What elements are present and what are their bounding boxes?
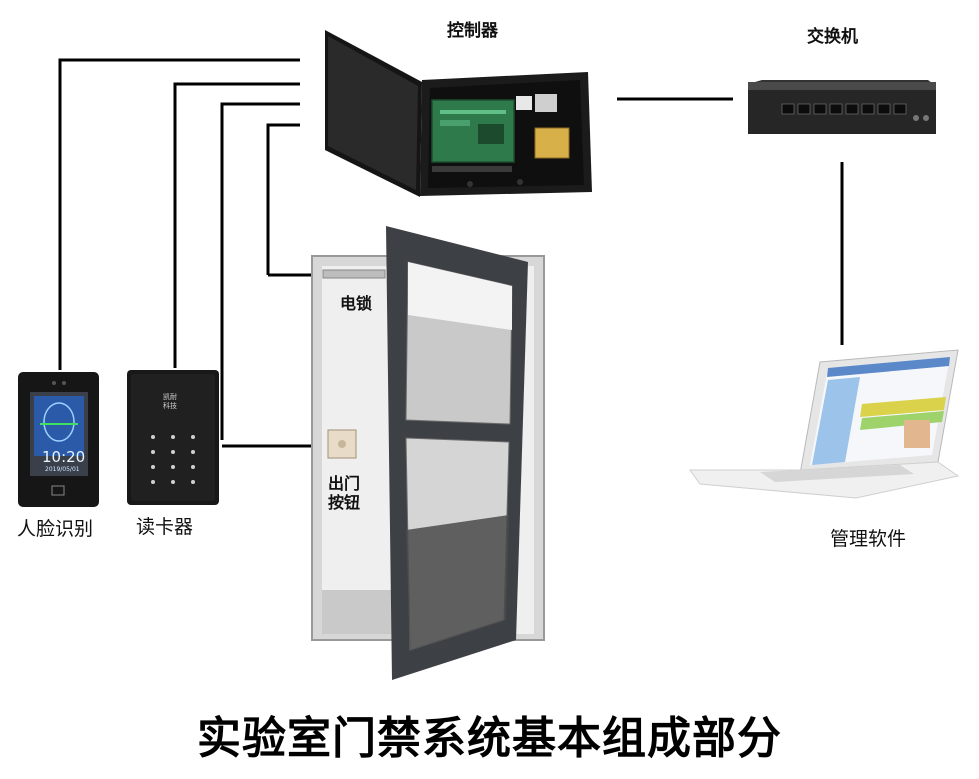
controller-label: 控制器 (447, 21, 498, 41)
card-reader-brand-line1: 凯耐 (163, 393, 177, 401)
electric-lock-device (322, 269, 386, 279)
electric-lock-label: 电锁 (340, 294, 373, 313)
exit-button-label-line2: 按钮 (328, 493, 361, 512)
wire-electric-lock (266, 123, 322, 277)
wire-card-reader (173, 82, 300, 368)
switch-label: 交换机 (807, 27, 858, 47)
laptop (689, 349, 960, 499)
wire-exit-button (220, 102, 322, 448)
face-recognition-terminal (18, 372, 99, 507)
wire-face-recognition (58, 58, 300, 370)
card-reader-device (127, 370, 219, 505)
face-recognition-label: 人脸识别 (17, 518, 94, 540)
switch-ports (781, 103, 907, 115)
wiring (58, 58, 844, 448)
face-terminal-time: 10:20 (42, 448, 86, 466)
keypad (151, 435, 195, 484)
network-switch (748, 80, 936, 134)
controller-transformer (534, 127, 570, 159)
door (311, 226, 545, 680)
face-terminal-date: 2019/05/01 (45, 466, 80, 473)
exit-button-label-line1: 出门 (328, 474, 361, 493)
diagram-title: 实验室门禁系统基本组成部分 (197, 713, 782, 764)
card-reader-brand-line2: 科技 (163, 402, 177, 410)
management-software-label: 管理软件 (830, 528, 907, 550)
controller-box (325, 30, 592, 197)
card-reader-label: 读卡器 (136, 516, 194, 538)
